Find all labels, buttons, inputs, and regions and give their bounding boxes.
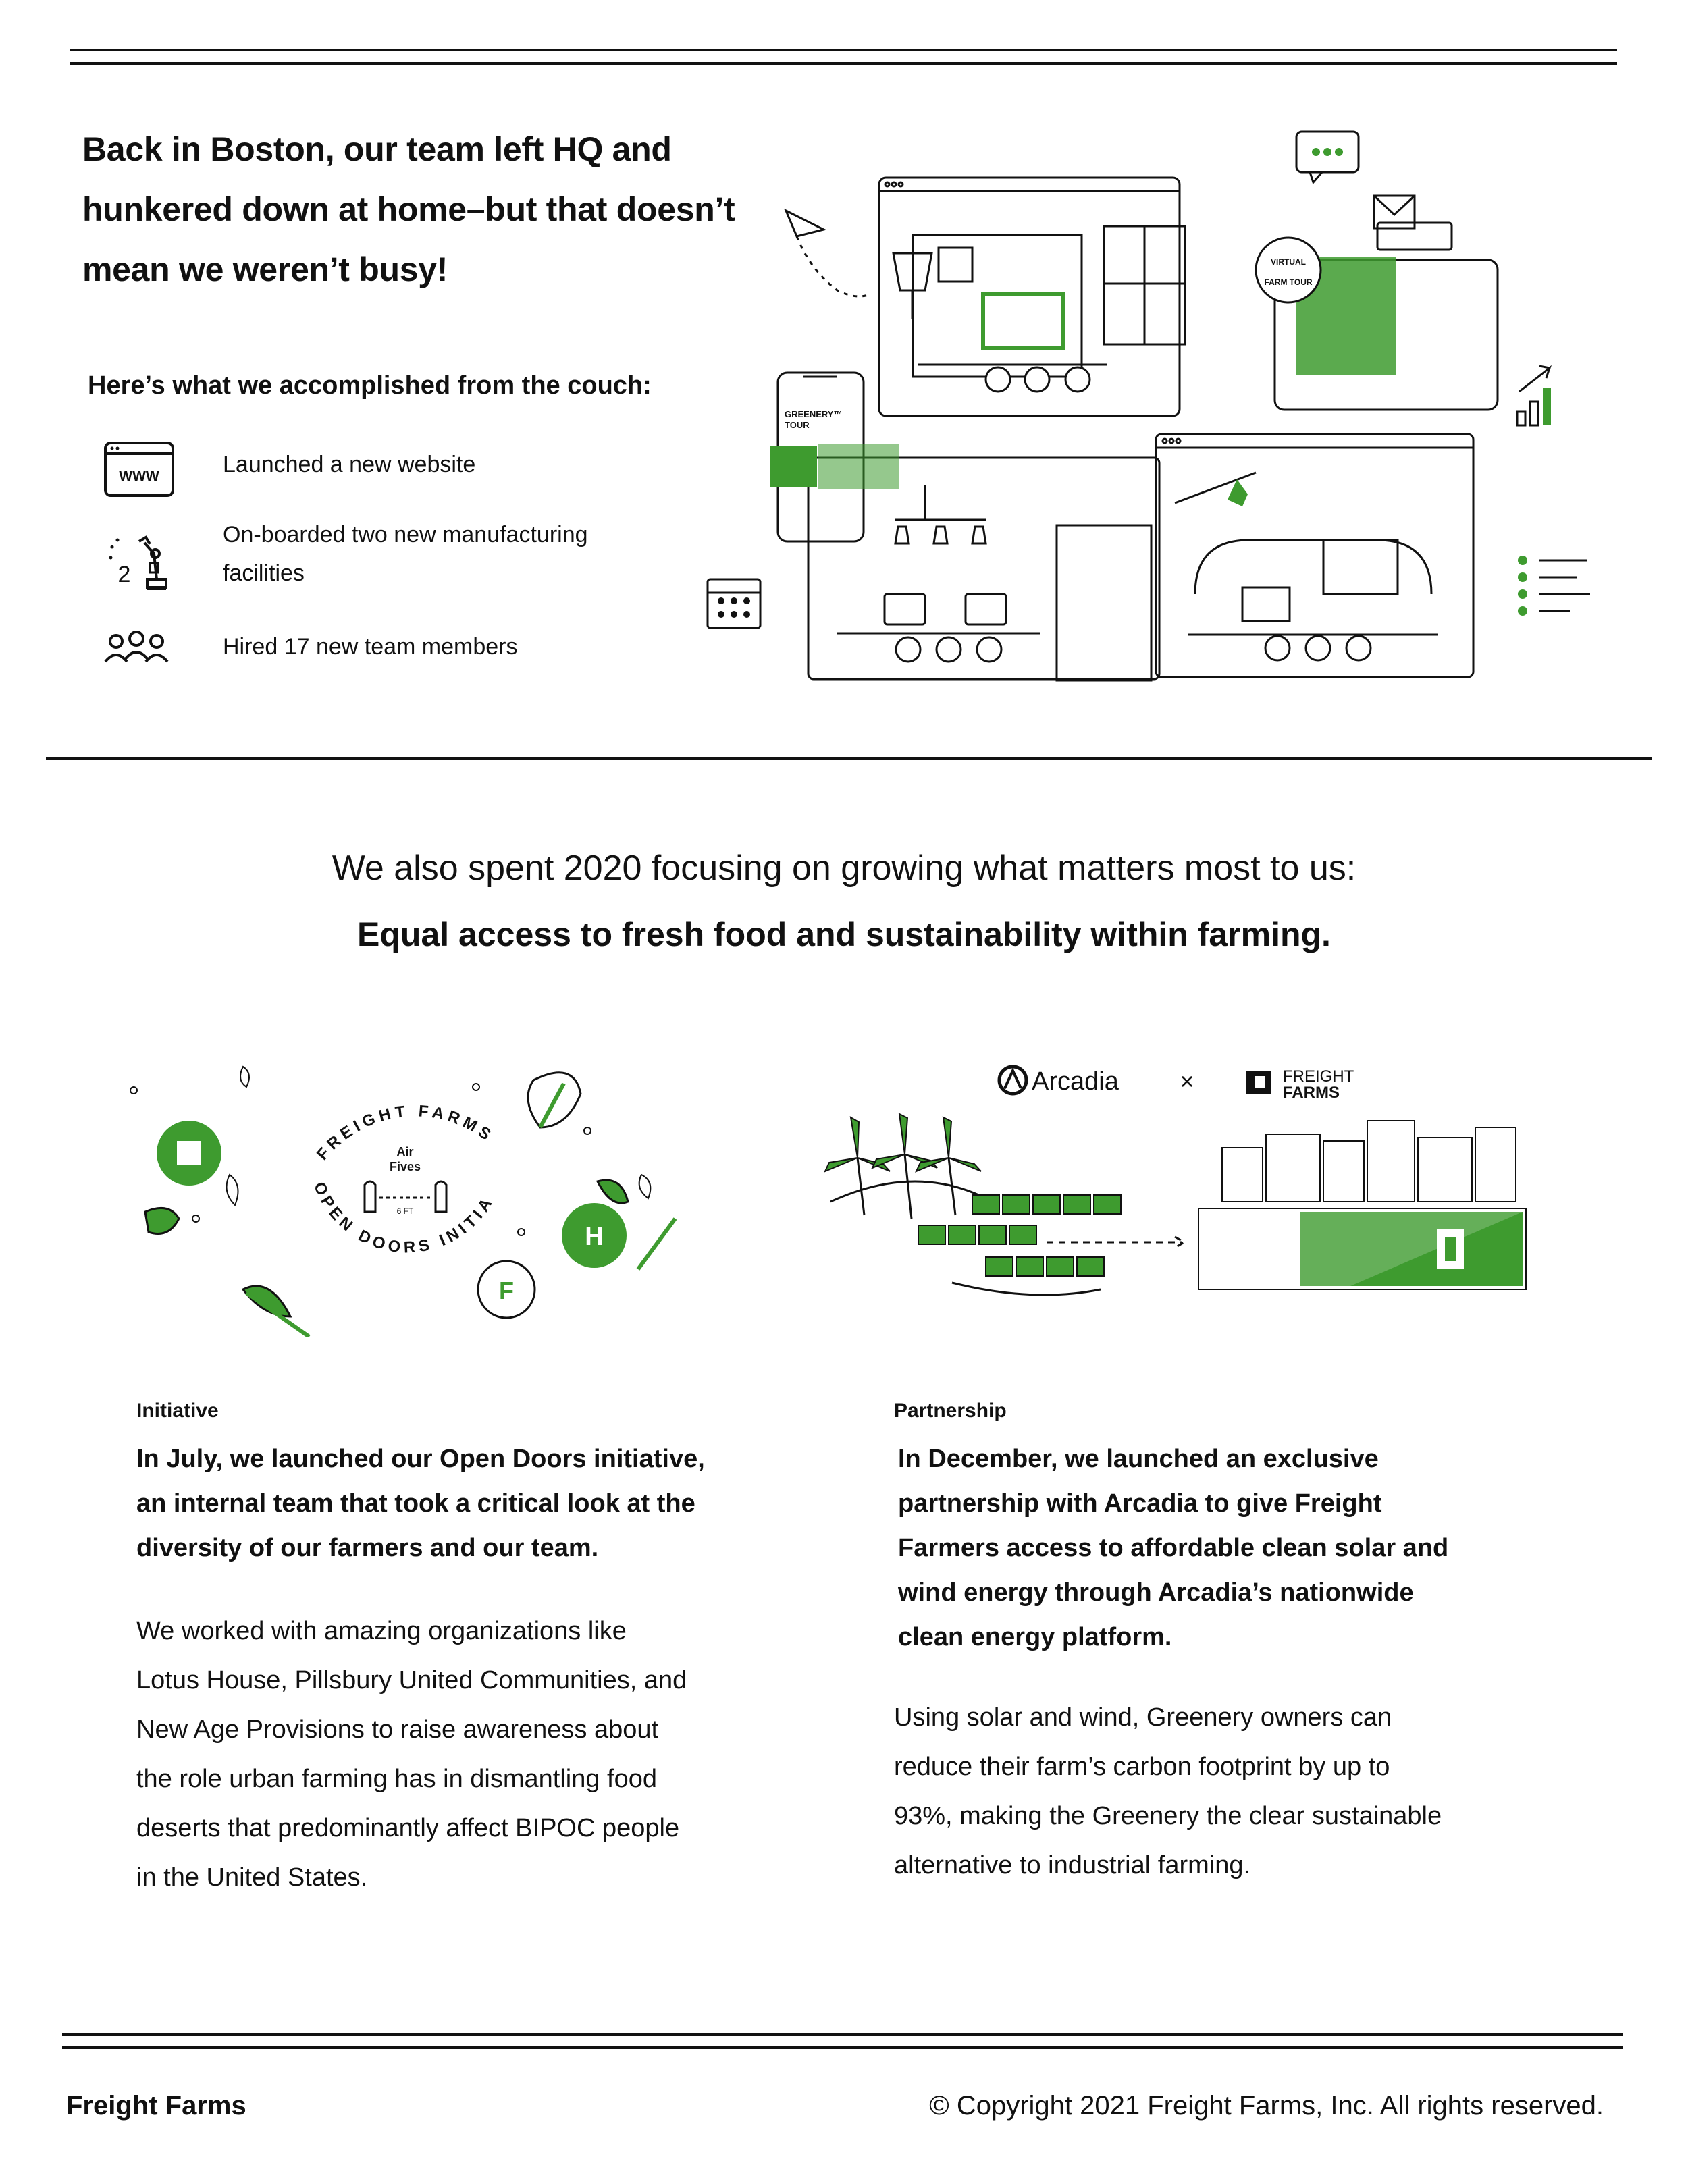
- paper-plane-icon: [784, 208, 827, 238]
- checklist-icon: [1539, 559, 1590, 612]
- footer-rule-outer: [62, 2033, 1623, 2036]
- svg-text:H: H: [585, 1223, 603, 1251]
- mission-intro: We also spent 2020 focusing on growing w…: [332, 849, 1356, 888]
- svg-text:FARM TOUR: FARM TOUR: [1264, 277, 1312, 287]
- initiative-body-line: We worked with amazing organizations lik…: [136, 1617, 627, 1645]
- svg-text:6 FT: 6 FT: [397, 1206, 414, 1216]
- footer-rule-inner: [62, 2046, 1623, 2049]
- calendar-icon: [706, 578, 762, 629]
- hero-headline-line: mean we weren’t busy!: [82, 250, 448, 288]
- svg-text:Air: Air: [396, 1145, 413, 1158]
- accomplishment-line: Hired 17 new team members: [223, 634, 518, 660]
- accomplishments-subhead: Here’s what we accomplished from the cou…: [88, 371, 652, 400]
- initiative-body-line: Lotus House, Pillsbury United Communitie…: [136, 1666, 687, 1695]
- growth-chart-icon: [1519, 365, 1552, 393]
- website-icon: WWW: [104, 442, 174, 497]
- svg-text:WWW: WWW: [119, 469, 159, 484]
- initiative-label: Initiative: [136, 1400, 219, 1422]
- initiative-lead-line: diversity of our farmers and our team.: [136, 1534, 599, 1562]
- initiative-body-line: in the United States.: [136, 1863, 368, 1892]
- svg-text:F: F: [499, 1277, 514, 1304]
- living-room-window: [1155, 433, 1475, 678]
- arcadia-partnership-illustration: Arcadia × FREIGHT FARMS: [824, 1065, 1527, 1296]
- arcadia-logo: Arcadia: [997, 1065, 1119, 1096]
- accomplishment-manufacturing: On-boarded two new manufacturing facilit…: [223, 516, 588, 593]
- remote-work-illustration: GREENERY™ TOUR VIRTUAL FARM TOUR: [706, 130, 1590, 682]
- freight-farms-logo: FREIGHT FARMS: [1246, 1067, 1354, 1102]
- footer-brand: Freight Farms: [66, 2091, 246, 2121]
- svg-text:FREIGHT: FREIGHT: [1283, 1067, 1354, 1086]
- team-members-icon: [104, 631, 169, 663]
- accomplishment-website: Launched a new website: [223, 446, 475, 484]
- open-doors-emblem: FREIGHT FARMS’ OPEN DOORS INITIATIVE Air…: [108, 1046, 677, 1337]
- accomplishment-line: Launched a new website: [223, 452, 476, 477]
- top-rule-outer: [70, 49, 1617, 51]
- footer-copyright: © Copyright 2021 Freight Farms, Inc. All…: [929, 2091, 1604, 2121]
- partnership-body-line: reduce their farm’s carbon footprint by …: [894, 1753, 1390, 1781]
- svg-text:2: 2: [118, 562, 131, 587]
- chat-bubble-icon: [1295, 130, 1360, 184]
- partnership-label: Partnership: [894, 1400, 1007, 1422]
- partnership-body-line: alternative to industrial farming.: [894, 1851, 1251, 1880]
- hero-headline-line: hunkered down at home–but that doesn’t: [82, 190, 735, 228]
- manufacturing-robot-icon: 2: [109, 535, 167, 590]
- envelope-icon: [1373, 194, 1416, 230]
- initiative-body-line: New Age Provisions to raise awareness ab…: [136, 1715, 659, 1744]
- partnership-lead-line: wind energy through Arcadia’s nationwide: [898, 1578, 1414, 1607]
- accomplishment-line: On-boarded two new manufacturing: [223, 522, 588, 548]
- svg-text:VIRTUAL: VIRTUAL: [1271, 257, 1306, 267]
- office-window: [807, 456, 1161, 682]
- accomplishment-team: Hired 17 new team members: [223, 628, 518, 666]
- partnership-lead-line: partnership with Arcadia to give Freight: [898, 1489, 1382, 1518]
- partnership-body: Using solar and wind, Greenery owners ca…: [894, 1693, 1569, 1890]
- partnership-body-line: 93%, making the Greenery the clear susta…: [894, 1802, 1442, 1830]
- initiative-body-line: the role urban farming has in dismantlin…: [136, 1765, 658, 1793]
- hero-headline-line: Back in Boston, our team left HQ and: [82, 130, 672, 168]
- partnership-lead: In December, we launched an exclusive pa…: [898, 1437, 1546, 1659]
- top-rule-inner: [70, 62, 1617, 65]
- mission-statement: Equal access to fresh food and sustainab…: [357, 915, 1331, 953]
- svg-text:Arcadia: Arcadia: [1032, 1067, 1119, 1096]
- partnership-lead-line: clean energy platform.: [898, 1623, 1172, 1651]
- svg-text:TOUR: TOUR: [785, 420, 810, 430]
- svg-text:Fives: Fives: [390, 1160, 421, 1173]
- initiative-lead: In July, we launched our Open Doors init…: [136, 1437, 812, 1570]
- svg-text:FARMS: FARMS: [1283, 1084, 1340, 1102]
- initiative-body-line: deserts that predominantly affect BIPOC …: [136, 1814, 680, 1842]
- logo-separator: ×: [1180, 1067, 1194, 1095]
- initiative-lead-line: an internal team that took a critical lo…: [136, 1489, 695, 1518]
- partnership-lead-line: In December, we launched an exclusive: [898, 1445, 1379, 1473]
- section-divider: [46, 757, 1652, 760]
- initiative-lead-line: In July, we launched our Open Doors init…: [136, 1445, 705, 1473]
- hero-headline: Back in Boston, our team left HQ and hun…: [82, 119, 785, 300]
- initiative-body: We worked with amazing organizations lik…: [136, 1607, 825, 1902]
- svg-text:GREENERY™: GREENERY™: [785, 409, 842, 419]
- accomplishment-line: facilities: [223, 560, 305, 586]
- partnership-lead-line: Farmers access to affordable clean solar…: [898, 1534, 1449, 1562]
- partnership-body-line: Using solar and wind, Greenery owners ca…: [894, 1703, 1392, 1732]
